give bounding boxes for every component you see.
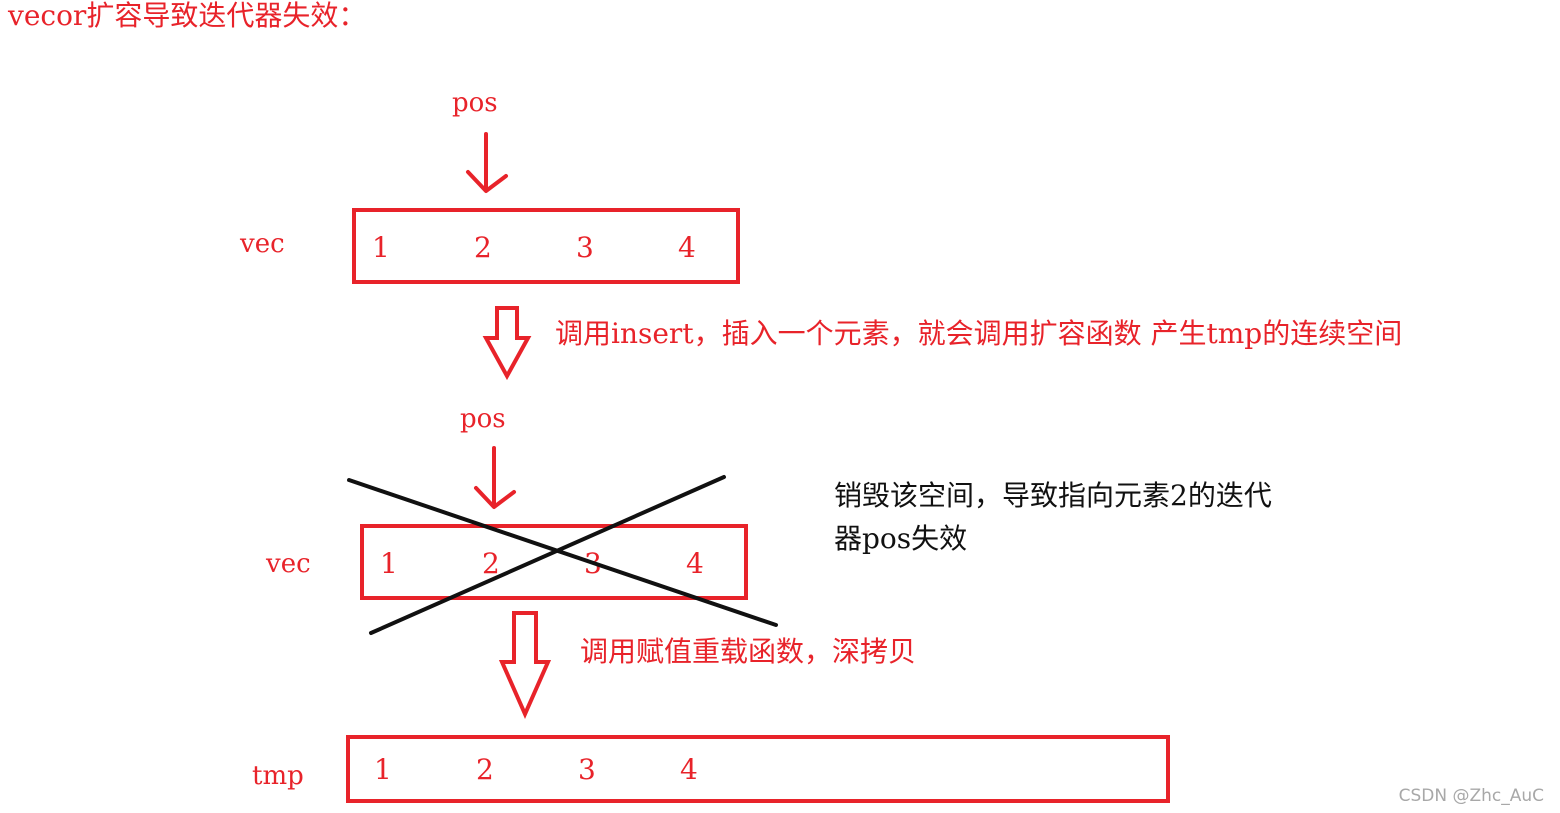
watermark: CSDN @Zhc_AuC	[1398, 786, 1544, 806]
pos-label-middle: pos	[460, 404, 506, 434]
cross-out-icon	[347, 475, 778, 635]
cell-bottom-3: 4	[680, 753, 698, 786]
destroy-note-line2: 器pos失效	[834, 522, 968, 555]
vec-array-box-top	[352, 208, 740, 284]
cell-middle-0: 1	[380, 547, 398, 580]
pos-arrow-middle-icon	[474, 446, 516, 509]
cell-middle-3: 4	[686, 547, 704, 580]
cell-top-1: 2	[474, 231, 492, 264]
vec-label-middle: vec	[266, 549, 311, 579]
tmp-label: tmp	[252, 761, 304, 791]
diagram-title: vecor扩容导致迭代器失效：	[8, 0, 367, 32]
step2-description: 调用赋值重载函数，深拷贝	[580, 635, 917, 668]
cell-bottom-0: 1	[374, 753, 392, 786]
step1-description: 调用insert，插入一个元素，就会调用扩容函数 产生tmp的连续空间	[555, 317, 1403, 350]
vec-label-top: vec	[240, 229, 285, 259]
hollow-down-arrow-step2-icon	[498, 611, 552, 719]
pos-arrow-top-icon	[466, 132, 508, 193]
hollow-down-arrow-step1-icon	[482, 306, 532, 381]
cell-top-2: 3	[576, 231, 594, 264]
pos-label-top: pos	[452, 88, 498, 118]
vec-array-box-middle	[360, 524, 748, 600]
cell-top-3: 4	[678, 231, 696, 264]
cell-top-0: 1	[372, 231, 390, 264]
cell-middle-1: 2	[482, 547, 500, 580]
cell-bottom-2: 3	[578, 753, 596, 786]
destroy-note-line1: 销毁该空间，导致指向元素2的迭代	[834, 479, 1272, 512]
tmp-array-box	[346, 735, 1170, 803]
cell-bottom-1: 2	[476, 753, 494, 786]
